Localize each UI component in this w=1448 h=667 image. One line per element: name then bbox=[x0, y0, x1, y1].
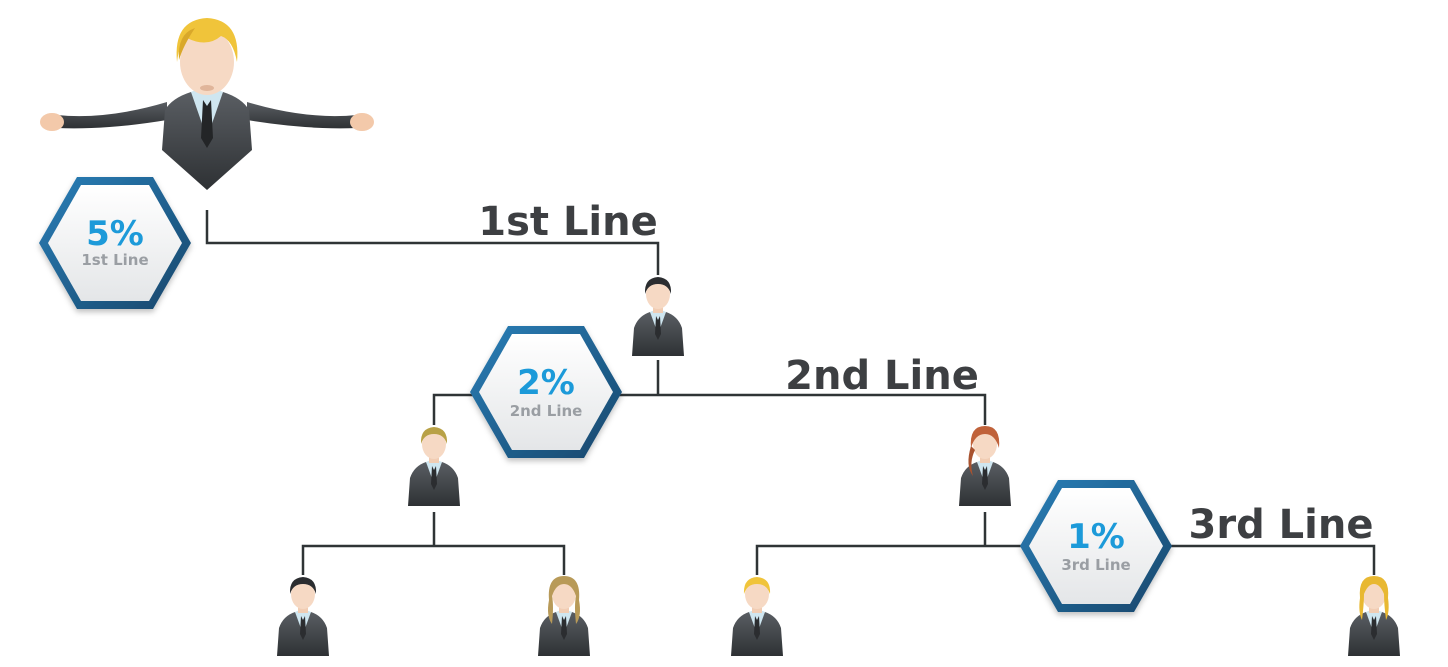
member-avatar-level-3-4 bbox=[1348, 576, 1400, 656]
badge-label: 3rd Line bbox=[1061, 556, 1130, 574]
level-title-2: 2nd Line bbox=[785, 353, 979, 399]
commission-badge-3: 1% 3rd Line bbox=[1020, 480, 1172, 612]
commission-badge-1: 5% 1st Line bbox=[39, 177, 191, 309]
connector-level-1 bbox=[205, 210, 660, 275]
badge-percent: 5% bbox=[86, 214, 144, 254]
badge-label: 2nd Line bbox=[510, 402, 583, 420]
member-avatar-level-2-right bbox=[959, 426, 1011, 506]
badge-label: 1st Line bbox=[81, 251, 148, 269]
sponsor-avatar bbox=[40, 18, 374, 190]
level-title-1: 1st Line bbox=[478, 199, 658, 245]
member-avatar-level-3-1 bbox=[277, 577, 329, 656]
badge-percent: 1% bbox=[1067, 517, 1125, 557]
level-title-3: 3rd Line bbox=[1189, 502, 1374, 548]
commission-badge-2: 2% 2nd Line bbox=[470, 326, 622, 458]
member-avatar-level-3-3 bbox=[731, 577, 783, 656]
member-avatar-level-1 bbox=[632, 277, 684, 356]
member-avatar-level-2-left bbox=[408, 427, 460, 506]
connector-level-3-left bbox=[301, 512, 566, 575]
member-avatar-level-3-2 bbox=[538, 576, 590, 656]
badge-percent: 2% bbox=[517, 363, 575, 403]
